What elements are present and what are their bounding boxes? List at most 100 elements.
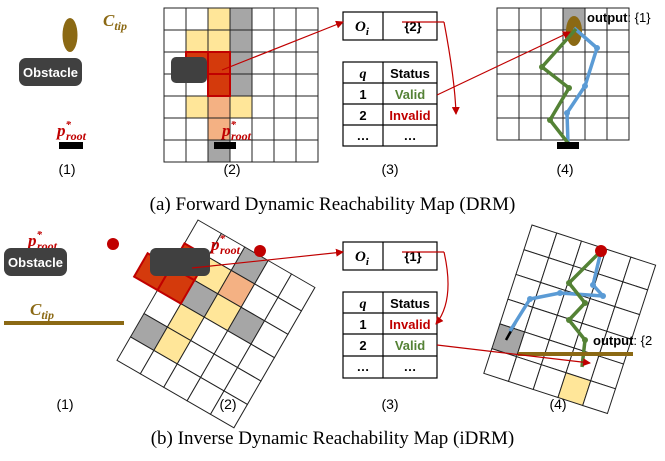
grid-cell (295, 117, 319, 141)
arrow (436, 31, 571, 96)
c-tip-ellipse (62, 18, 78, 52)
grid-cell (185, 139, 209, 163)
grid-a2 (163, 7, 319, 163)
grid-cell (251, 117, 275, 141)
c-tip-line (518, 352, 633, 356)
obstacle-box (19, 58, 82, 86)
grid-cell (518, 51, 542, 75)
green-arm (567, 249, 603, 368)
grid-cell (185, 117, 209, 141)
grid-cell (273, 139, 297, 163)
panel-b3: Oi {1} q Status 1 Invalid 2 Valid … … (3… (342, 241, 438, 412)
panel-label: (2) (223, 161, 240, 177)
panel-a3: Oi {2} q Status 1 Valid 2 Invalid … … (3… (342, 11, 438, 177)
row-status: Invalid (389, 108, 430, 123)
grid-cell (251, 95, 275, 119)
header-status: Status (390, 296, 430, 311)
grid-cell (163, 117, 187, 141)
panel-b2: p*root (2) (116, 219, 316, 429)
header-q: q (360, 67, 367, 82)
collision-cell (207, 51, 231, 75)
grid-cell (295, 139, 319, 163)
grid-cell (251, 7, 275, 31)
grid-cell (251, 51, 275, 75)
row-status: Valid (395, 338, 425, 353)
panel-label: (4) (549, 396, 566, 412)
grid-a4 (496, 7, 630, 141)
grid-cell (207, 29, 231, 53)
oi-value: {1} (404, 249, 421, 264)
panel-label: (3) (381, 161, 398, 177)
header-status: Status (390, 66, 430, 81)
grid-cell (273, 51, 297, 75)
grid-cell (185, 29, 209, 53)
grid-cell (273, 117, 297, 141)
caption-a: (a) Forward Dynamic Reachability Map (DR… (149, 194, 516, 215)
arrow (436, 344, 591, 367)
grid-cell (518, 7, 542, 31)
row-q: 2 (359, 338, 366, 353)
header-q: q (360, 297, 367, 312)
row-a: Ctip Obstacle p*root (1) p*root (2) Oi {… (19, 7, 651, 177)
grid-cell (273, 95, 297, 119)
arrow (221, 20, 344, 71)
row-status: Invalid (389, 317, 430, 332)
row-q: 2 (359, 108, 366, 123)
obstacle-block (150, 248, 210, 276)
arrow (435, 251, 449, 325)
panel-label: (4) (556, 161, 573, 177)
grid-cell (540, 73, 564, 97)
grid-cell (229, 7, 253, 31)
grid-cell (163, 29, 187, 53)
panel-b4: output: {2 (4) (483, 224, 657, 415)
grid-cell (163, 95, 187, 119)
root-point (595, 245, 607, 257)
panel-a1: Ctip Obstacle p*root (1) (19, 11, 127, 177)
grid-cell (295, 51, 319, 75)
c-tip-line (4, 321, 124, 325)
grid-cell (606, 117, 630, 141)
grid-cell (496, 29, 520, 53)
grid-cell (207, 95, 231, 119)
grid-cell (185, 95, 209, 119)
grid-cell (295, 95, 319, 119)
row-q: … (357, 128, 370, 143)
grid-cell (229, 73, 253, 97)
p-root-label: p*root (220, 119, 252, 143)
grid-cell (251, 29, 275, 53)
grid-cell (496, 117, 520, 141)
grid-cell (606, 95, 630, 119)
grid-cell (518, 29, 542, 53)
root-base (557, 142, 579, 149)
grid-cell (518, 73, 542, 97)
grid-cell (209, 390, 249, 429)
grid-cell (273, 7, 297, 31)
caption-b: (b) Inverse Dynamic Reachability Map (iD… (150, 428, 515, 449)
row-b: p*root Obstacle Ctip (1) p*root (2) Oi {… (4, 219, 657, 429)
collision-cell (207, 73, 231, 97)
grid-cell (251, 139, 275, 163)
grid-cell (606, 73, 630, 97)
panel-label: (2) (219, 396, 236, 412)
grid-cell (606, 29, 630, 53)
grid-cell (295, 73, 319, 97)
row-status: … (404, 128, 417, 143)
oi-key: Oi (355, 19, 370, 38)
grid-cell (207, 7, 231, 31)
obstacle-block (171, 57, 207, 83)
c-tip-label: Ctip (30, 300, 54, 322)
root-base (214, 142, 236, 149)
row-q: 1 (359, 87, 366, 102)
p-root-label: p*root (55, 119, 87, 143)
obstacle-label: Obstacle (23, 65, 78, 80)
grid-cell (562, 51, 586, 75)
grid-cell (273, 73, 297, 97)
oi-key: Oi (355, 249, 370, 268)
grid-cell (518, 117, 542, 141)
grid-cell (606, 51, 630, 75)
panel-b1: p*root Obstacle Ctip (1) (4, 229, 124, 412)
panel-label: (1) (58, 161, 75, 177)
grid-cell (582, 380, 617, 415)
c-tip-label: Ctip (103, 11, 127, 33)
